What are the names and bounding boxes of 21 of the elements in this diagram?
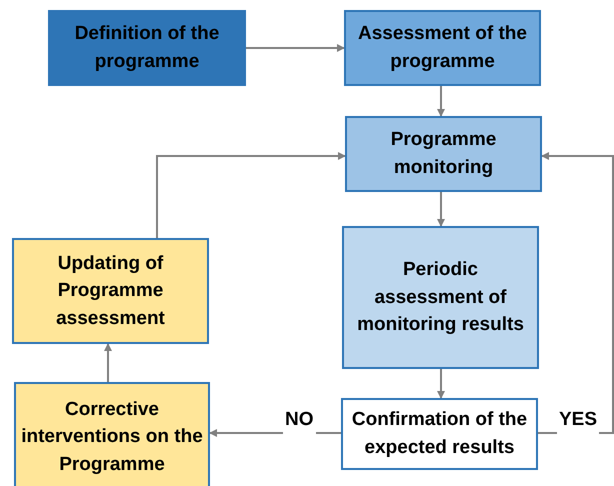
process-box — [341, 398, 538, 470]
connector-arrow — [156, 152, 346, 238]
connector-arrow — [104, 343, 112, 382]
box-text: Programme monitoring — [390, 128, 498, 180]
box-text: Corrective interventions on the Programme — [20, 398, 204, 477]
process-box — [12, 238, 209, 344]
process-box — [345, 116, 542, 192]
connector-arrow — [437, 369, 445, 399]
box-text: Definition of the programme — [74, 22, 220, 74]
box-text: Updating of Programme assessment — [55, 252, 166, 331]
connector-arrow — [437, 192, 445, 227]
box-text: Assessment of the programme — [357, 22, 528, 74]
process-box — [48, 10, 246, 86]
connector-arrow — [538, 152, 614, 434]
connector-arrow — [437, 86, 445, 117]
process-box — [14, 382, 210, 486]
connector-arrow — [246, 44, 345, 52]
box-text: Periodic assessment of monitoring results — [356, 258, 525, 338]
process-box — [344, 10, 541, 86]
process-box — [342, 226, 539, 369]
box-text: Confirmation of the expected results — [350, 408, 528, 460]
